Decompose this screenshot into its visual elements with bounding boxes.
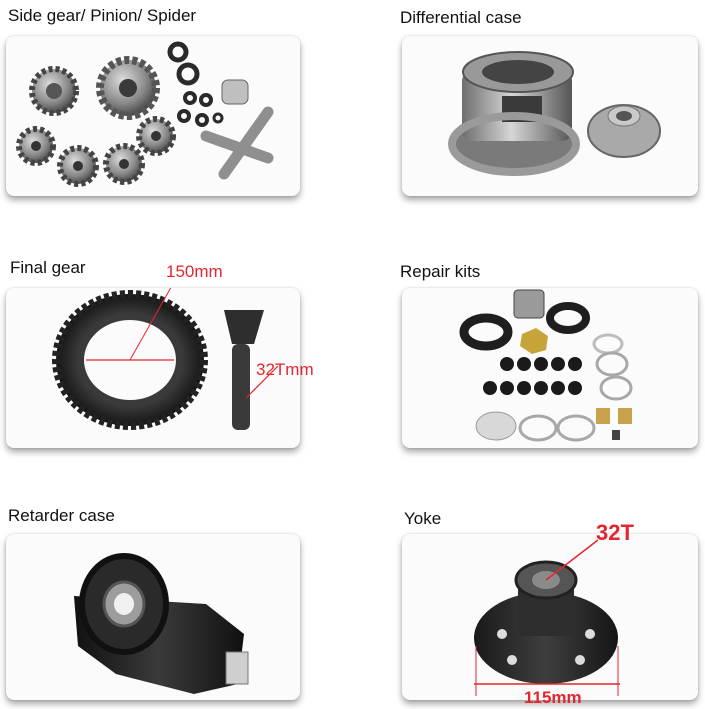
card-retarder-case[interactable] (6, 534, 300, 700)
annotation-115mm: 115mm (524, 688, 582, 707)
card-differential-case[interactable] (402, 36, 698, 196)
yoke-image (474, 539, 620, 696)
annotation-32tmm: 32Tmm (256, 360, 314, 379)
title-final-gear: Final gear (10, 258, 86, 277)
title-retarder-case: Retarder case (8, 506, 115, 525)
final-gear-image (52, 288, 279, 430)
differential-case-image (448, 51, 661, 176)
repair-kits-image (459, 289, 633, 442)
card-side-gear[interactable] (6, 36, 300, 196)
title-yoke: Yoke (404, 509, 442, 528)
retarder-case-image (74, 553, 249, 694)
card-repair-kits[interactable] (402, 288, 698, 448)
title-repair-kits: Repair kits (400, 262, 481, 281)
card-yoke[interactable] (402, 534, 698, 700)
card-final-gear[interactable] (6, 288, 300, 448)
annotation-150mm: 150mm (166, 262, 223, 281)
side-gear-parts-image (16, 41, 274, 187)
title-differential-case: Differential case (400, 8, 522, 27)
title-side-gear: Side gear/ Pinion/ Spider (8, 6, 197, 25)
annotation-32t: 32T (596, 520, 634, 545)
